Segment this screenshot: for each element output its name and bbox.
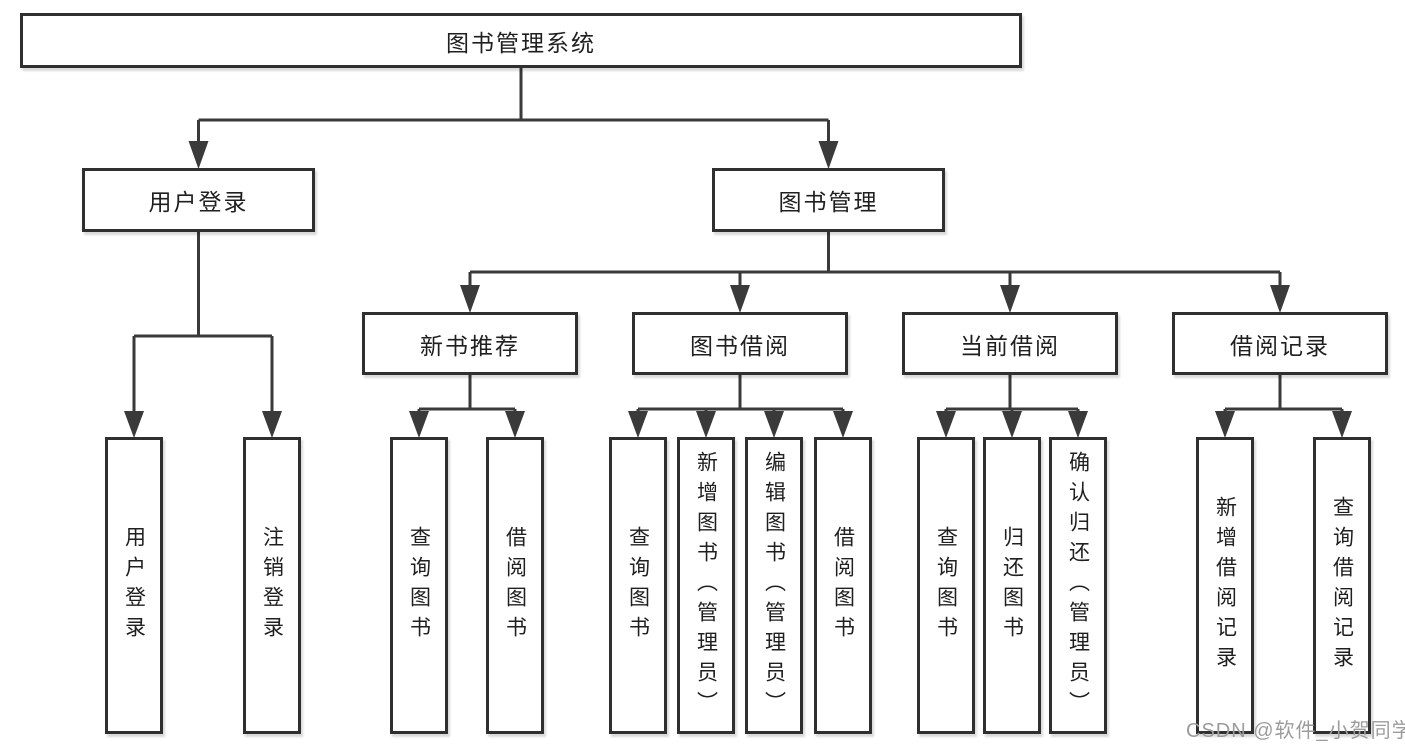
node-new-book-recommendation-label: 新书推荐 — [420, 332, 520, 359]
leaf-records-query-borrow-record: 查询借阅记录 — [1313, 437, 1371, 734]
node-root-label: 图书管理系统 — [446, 29, 596, 56]
leaf-logout-login: 注销登录 — [243, 437, 301, 734]
leaf-records-add-borrow-record: 新增借阅记录 — [1196, 437, 1254, 734]
node-current-borrowing: 当前借阅 — [902, 312, 1118, 375]
leaf-recommend-borrow-books: 借阅图书 — [486, 437, 544, 734]
leaf-recommend-query-books: 查询图书 — [390, 437, 448, 734]
arrowheads — [124, 141, 1352, 438]
node-root: 图书管理系统 — [20, 13, 1022, 68]
node-book-borrowing-label: 图书借阅 — [690, 332, 790, 359]
node-book-management: 图书管理 — [712, 168, 945, 232]
node-book-management-label: 图书管理 — [778, 189, 879, 215]
leaf-current-query-books: 查询图书 — [917, 437, 975, 734]
node-borrowing-records: 借阅记录 — [1172, 312, 1388, 375]
leaf-borrowing-query-books: 查询图书 — [609, 437, 667, 734]
watermark: CSDN @软件_小贺同学 — [1186, 720, 1405, 742]
leaf-borrowing-edit-books-admin: 编辑图书（管理员） — [745, 437, 803, 734]
leaf-user-login: 用户登录 — [105, 437, 163, 734]
leaf-borrowing-borrow-books: 借阅图书 — [814, 437, 872, 734]
leaf-current-return-books: 归还图书 — [983, 437, 1041, 734]
node-book-borrowing: 图书借阅 — [632, 312, 848, 375]
node-user-login: 用户登录 — [82, 168, 315, 232]
node-current-borrowing-label: 当前借阅 — [960, 332, 1060, 359]
node-user-login-label: 用户登录 — [148, 189, 249, 215]
leaf-borrowing-add-books-admin: 新增图书（管理员） — [677, 437, 735, 734]
leaf-current-confirm-return-admin: 确认归还（管理员） — [1049, 437, 1107, 734]
node-borrowing-records-label: 借阅记录 — [1230, 332, 1330, 359]
node-new-book-recommendation: 新书推荐 — [362, 312, 578, 375]
